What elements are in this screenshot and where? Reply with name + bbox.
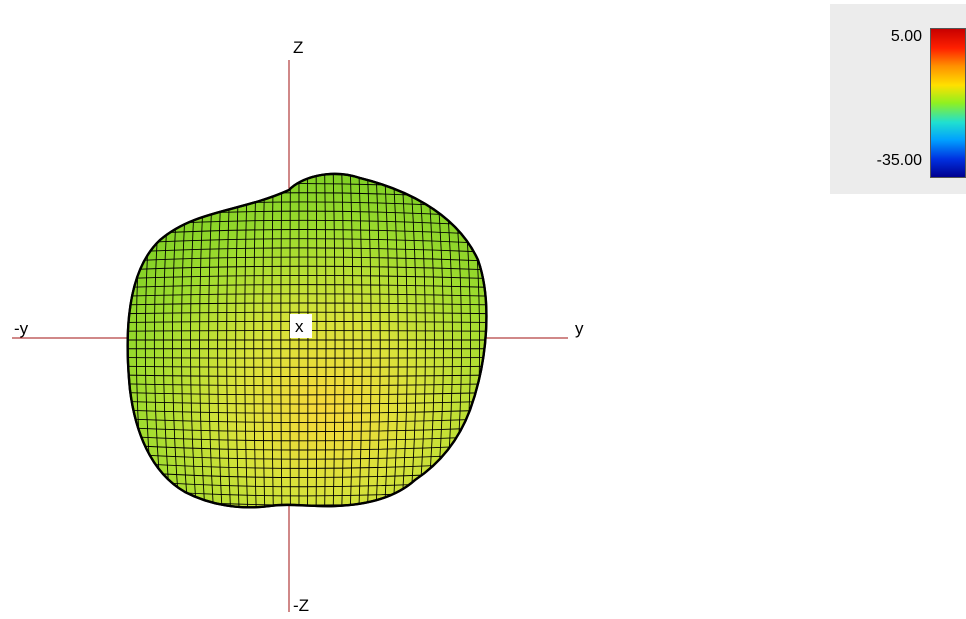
mesh-meridian-line bbox=[109, 165, 120, 515]
y-pos-axis-label: y bbox=[575, 319, 584, 338]
legend-min-label: -35.00 bbox=[876, 152, 922, 169]
legend-max-label: 5.00 bbox=[890, 28, 922, 45]
mesh-meridian-line bbox=[358, 173, 363, 508]
mesh-latitude-line bbox=[127, 302, 487, 306]
mesh-latitude-line bbox=[127, 374, 487, 377]
y-neg-axis-label: -y bbox=[14, 319, 29, 338]
surface-outline bbox=[126, 172, 488, 509]
z-neg-axis-label: -Z bbox=[293, 596, 309, 615]
mesh-meridian-line bbox=[400, 173, 408, 508]
mesh-meridian-line bbox=[486, 173, 487, 508]
mesh-meridian-line bbox=[280, 173, 283, 508]
mesh-meridian-line bbox=[262, 173, 266, 508]
mesh-latitude-line bbox=[127, 435, 487, 442]
mesh-latitude-line bbox=[127, 265, 487, 271]
mesh-latitude-line bbox=[127, 418, 487, 423]
mesh-meridian-line bbox=[324, 173, 327, 508]
mesh-meridian-line bbox=[332, 173, 336, 508]
mesh-meridian-line bbox=[315, 173, 318, 508]
x-axis-label-box bbox=[290, 314, 312, 338]
mesh-latitude-line bbox=[120, 156, 495, 165]
mesh-latitude-line bbox=[127, 505, 487, 508]
mesh-latitude-line bbox=[127, 427, 487, 433]
legend-color-bar bbox=[930, 28, 966, 178]
mesh-latitude-line bbox=[127, 256, 487, 262]
mesh-latitude-line bbox=[127, 365, 487, 368]
mesh-meridian-line bbox=[271, 173, 274, 508]
mesh-latitude-line bbox=[120, 515, 495, 524]
mesh-latitude-line bbox=[127, 293, 487, 297]
mesh-latitude-line bbox=[127, 247, 487, 253]
mesh-latitude-line bbox=[127, 284, 487, 288]
mesh-latitude-line bbox=[127, 311, 487, 315]
mesh-latitude-line bbox=[127, 392, 487, 396]
mesh-latitude-line bbox=[127, 173, 487, 175]
color-scale-legend: 5.00 -35.00 bbox=[830, 4, 966, 194]
mesh-meridian-line bbox=[341, 173, 345, 508]
mesh-latitude-line bbox=[127, 274, 487, 280]
mesh-latitude-line bbox=[127, 400, 487, 405]
x-axis-label: x bbox=[295, 317, 304, 336]
z-pos-axis-label: Z bbox=[293, 38, 303, 57]
mesh-latitude-line bbox=[127, 238, 487, 245]
mesh-meridian-line bbox=[244, 173, 249, 508]
mesh-latitude-line bbox=[127, 383, 487, 387]
mesh-meridian-line bbox=[495, 165, 507, 515]
mesh-meridian-line bbox=[349, 173, 354, 508]
mesh-meridian-line bbox=[417, 173, 426, 508]
mesh-latitude-line bbox=[127, 444, 487, 451]
mesh-meridian-line bbox=[409, 173, 417, 508]
mesh-meridian-line bbox=[253, 173, 257, 508]
mesh-latitude-line bbox=[127, 357, 487, 359]
mesh-latitude-line bbox=[127, 409, 487, 414]
mesh-meridian-line bbox=[289, 173, 291, 508]
